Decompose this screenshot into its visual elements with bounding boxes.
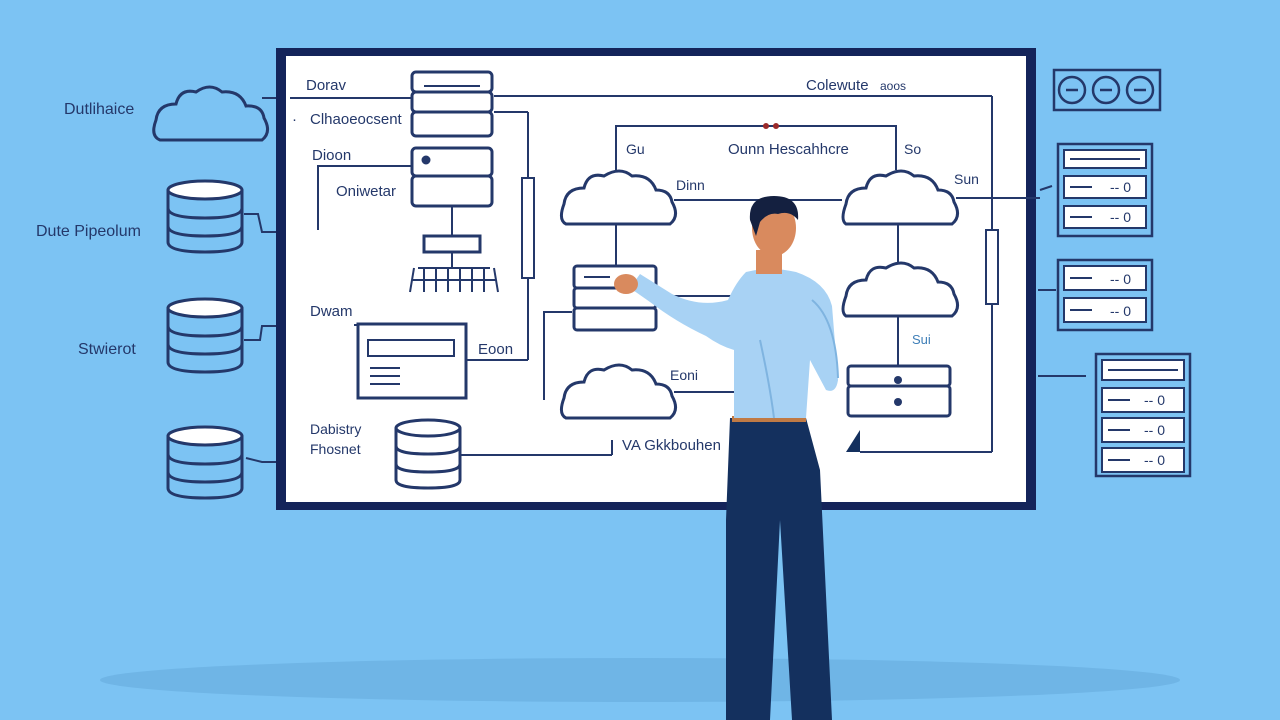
server-1-row-1: -- 0 xyxy=(1110,179,1131,195)
cluster-dot-left xyxy=(763,123,769,129)
label-dioon: Dioon xyxy=(312,147,351,164)
board-server-icon-3 xyxy=(572,264,658,332)
server-2-row-1: -- 0 xyxy=(1110,271,1131,287)
outside-db1-label: Dute Pipeolum xyxy=(36,223,141,240)
outside-cloud-label: Dutlihaice xyxy=(64,101,134,118)
server-3-row-2: -- 0 xyxy=(1144,422,1165,438)
server-rack-icon-1 xyxy=(1056,142,1154,238)
label-cluster-left: Gu xyxy=(626,141,645,157)
board-cloud-icon-4 xyxy=(559,363,677,420)
label-dwam: Dwam xyxy=(310,303,353,320)
person-arm-fold xyxy=(811,299,839,379)
server-1-connector xyxy=(1039,185,1053,191)
server-2-row-2: -- 0 xyxy=(1110,303,1131,319)
label-bottom-line: VA Gkkbouhen xyxy=(622,437,721,454)
label-dorav: Dorav xyxy=(306,77,347,94)
server-3-row-1: -- 0 xyxy=(1144,392,1165,408)
board-hub-icon xyxy=(409,234,499,293)
label-sui: Sui xyxy=(912,332,931,347)
person-shirt xyxy=(630,269,838,418)
board-connection-lines xyxy=(290,95,1040,456)
outside-db2-label: Stwierot xyxy=(78,341,136,358)
board-database-icon xyxy=(394,418,462,490)
label-cloud-head-marker: · xyxy=(292,111,297,128)
outside-cloud-icon xyxy=(152,85,269,142)
label-oniwetar: Oniwetar xyxy=(336,183,396,200)
server-rack-icon-2 xyxy=(1056,258,1154,332)
label-fhosnet: Fhosnet xyxy=(310,441,361,457)
server-1-row-2: -- 0 xyxy=(1110,209,1131,225)
triangle-marker xyxy=(846,430,860,452)
label-cluster-right: So xyxy=(904,141,921,157)
board-cloud-icon-2 xyxy=(841,169,959,226)
label-colewute: Colewute xyxy=(806,77,869,94)
label-sun: Sun xyxy=(954,171,979,187)
board-window-icon xyxy=(356,322,468,400)
label-dinn: Dinn xyxy=(676,177,705,193)
board-cloud-icon-1 xyxy=(559,169,677,226)
person-belt xyxy=(732,416,806,422)
person-hand xyxy=(614,274,638,294)
person-shirt-fold xyxy=(759,339,775,419)
outside-database-icon-1 xyxy=(166,179,244,254)
person-figure xyxy=(614,196,839,720)
label-eoon: Eoon xyxy=(478,341,513,358)
label-cloud-head: Clhaoeocsent xyxy=(310,111,403,128)
person-pants xyxy=(726,418,832,720)
floor-shadow xyxy=(100,658,1180,702)
board-cloud-icon-3 xyxy=(841,261,959,318)
label-cluster-title: Ounn Hescahhcre xyxy=(728,141,849,158)
server-rack-icon-3 xyxy=(1094,352,1192,478)
board-server-icon-2 xyxy=(410,146,494,208)
outside-database-icon-2 xyxy=(166,297,244,374)
label-dalbistry: Dabistry xyxy=(310,421,361,437)
outside-database-icon-3 xyxy=(166,425,244,500)
label-eoni: Eoni xyxy=(670,367,698,383)
board-server-icon-4 xyxy=(846,364,952,418)
db2-connector xyxy=(244,325,286,341)
label-aoos: aoos xyxy=(880,79,906,93)
db1-connector xyxy=(244,213,286,233)
server-3-row-3: -- 0 xyxy=(1144,452,1165,468)
cluster-dot-right xyxy=(773,123,779,129)
gauge-panel-icon xyxy=(1052,68,1162,112)
person-hair xyxy=(749,196,799,236)
board-server-icon-1 xyxy=(410,70,494,138)
